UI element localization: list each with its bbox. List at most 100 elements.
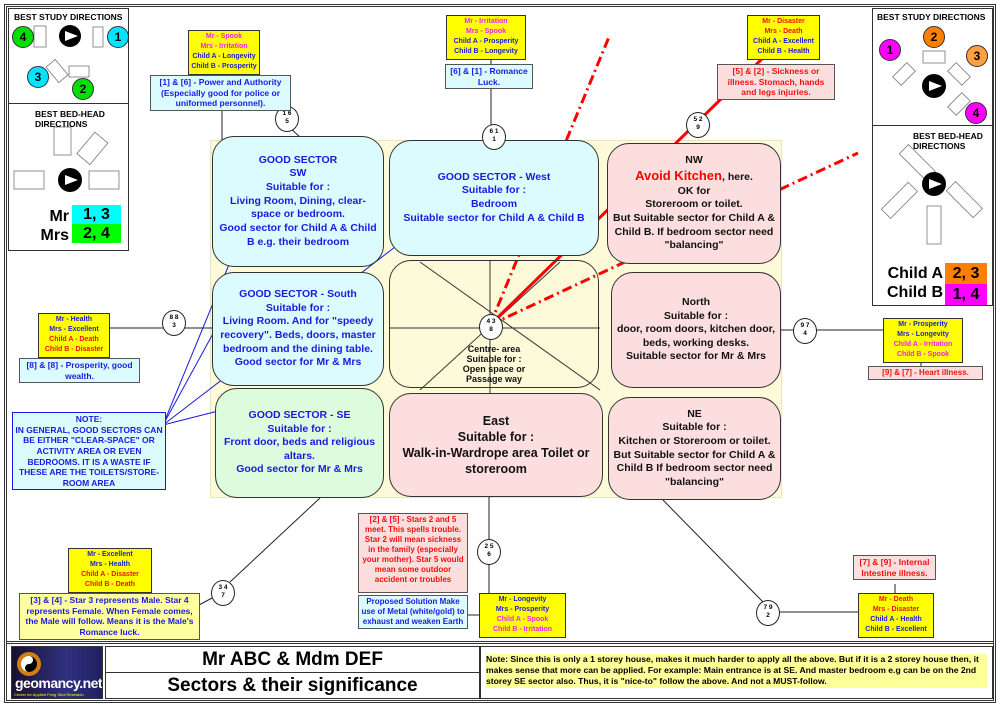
- footer-note-text: Note: Since this is only a 1 storey hous…: [486, 654, 987, 688]
- proposed-solution: Proposed Solution Make use of Metal (whi…: [358, 595, 468, 629]
- star-top: 3 4: [218, 584, 228, 591]
- label-south: [8] & [8] - Prosperity, good wealth.: [19, 358, 140, 384]
- left-directions-panel: BEST STUDY DIRECTIONS 4 1 3 2 BEST BED-H…: [8, 8, 129, 251]
- child-a-star: Child A - Health: [870, 616, 922, 624]
- star-bottom: 4: [803, 330, 807, 338]
- avoid-rest-text: , here.: [721, 170, 753, 183]
- star-bottom: 1: [492, 136, 496, 144]
- yin-yang-icon: [17, 652, 41, 676]
- star-top: 5 2: [693, 116, 703, 123]
- star-bottom: 3: [172, 322, 176, 330]
- mr-star: Mr - Death: [878, 596, 914, 603]
- child-b-star: Child B - Death: [84, 581, 136, 589]
- study-title: BEST STUDY DIRECTIONS: [877, 12, 986, 22]
- child-b-star: Child B - Excellent: [865, 626, 927, 634]
- child-a-star: Child A - Prosperity: [453, 38, 519, 46]
- divider: [873, 125, 992, 126]
- mr-star: Mr - Health: [55, 316, 93, 323]
- star-top: 4 3: [486, 318, 496, 325]
- study-number-4: 4: [12, 26, 34, 48]
- sector-line: Storeroom or toilet.: [645, 198, 743, 211]
- mr-star: Mr - Irritation: [464, 18, 508, 25]
- label-ne: [7] & [9] - Internal Intestine illness.: [853, 555, 936, 581]
- child-a-star: Child A - Spook: [496, 616, 549, 624]
- mr-star: Mr - Longevity: [498, 596, 547, 603]
- mrs-star: Mrs - Longevity: [897, 331, 949, 339]
- sector-title: NE: [687, 407, 702, 420]
- note-box: NOTE: IN GENERAL, GOOD SECTORS CAN BE EI…: [12, 412, 166, 490]
- star-bottom: 5: [285, 118, 289, 126]
- compass-arrow-icon: [880, 50, 983, 245]
- sector-line: Living Room. And for "speedy recovery". …: [220, 315, 376, 355]
- mr-directions: 1, 3: [72, 205, 121, 224]
- sector-line: Good sector for Child A & Child B e.g. t…: [219, 221, 377, 248]
- study-number-2: 2: [923, 26, 945, 48]
- study-number-3: 3: [966, 45, 988, 67]
- star-top: 8 8: [169, 314, 179, 321]
- sector-line: Suitable sector for Child A & Child B: [403, 211, 585, 224]
- sector-title: GOOD SECTOR - SE: [248, 408, 351, 421]
- sector-title: GOOD SECTOR: [258, 153, 338, 166]
- child-b-directions: 1, 4: [945, 284, 987, 305]
- page-frame: [4, 4, 996, 703]
- child-a-star: Child A - Death: [49, 336, 99, 344]
- sector-line: Passage way: [465, 374, 523, 384]
- star-top: 9 7: [800, 322, 810, 329]
- child-a-star: Child A - Irritation: [893, 341, 953, 349]
- mr-star: Mr - Prosperity: [898, 321, 948, 328]
- avoid-kitchen-text: Avoid Kitchen: [635, 167, 722, 183]
- mrs-star: Mrs - Prosperity: [495, 606, 550, 614]
- star-bottom: 7: [221, 592, 225, 600]
- page-subtitle: Sectors & their significance: [167, 675, 418, 696]
- study-number-4: 4: [965, 102, 987, 124]
- sector-line: Open space or: [462, 364, 526, 374]
- sector-line: Suitable for :: [267, 422, 332, 435]
- sector-line: door, room doors, kitchen door, beds, wo…: [616, 323, 776, 349]
- child-b-star: Child B - Prosperity: [191, 63, 257, 71]
- person-child-a: Child A: [887, 265, 943, 282]
- mrs-star: Mrs - Disaster: [872, 606, 920, 614]
- label-north: [9] & [7] - Heart illness.: [868, 366, 983, 380]
- star-bottom: 9: [696, 124, 700, 132]
- study-number-2: 2: [72, 78, 94, 100]
- sector-line: Suitable for :: [466, 354, 522, 364]
- person-child-b: Child B: [887, 284, 943, 301]
- study-title: BEST STUDY DIRECTIONS: [14, 12, 123, 22]
- bed-head-title: BEST BED-HEAD DIRECTIONS: [35, 109, 105, 129]
- sector-line: Suitable for :: [265, 181, 331, 194]
- avoid-kitchen-line: Avoid Kitchen, here.: [635, 168, 753, 185]
- sector-line: Walk-in-Wardrope area Toilet or storeroo…: [402, 446, 590, 477]
- label-west: [6] & [1] - Romance Luck.: [445, 64, 533, 90]
- sector-line: OK for: [677, 184, 711, 197]
- star-bottom: 6: [487, 551, 491, 559]
- star-bottom: 2: [766, 612, 770, 620]
- label-east: [2] & [5] - Stars 2 and 5 meet. This spe…: [358, 513, 468, 593]
- label-nw: [5] & [2] - Sickness or illness. Stomach…: [717, 64, 835, 100]
- sector-line: Good sector for Mr & Mrs: [234, 356, 362, 369]
- label-sw: [1] & [6] - Power and Authority (Especia…: [150, 75, 291, 111]
- study-number-3: 3: [27, 66, 49, 88]
- star-bottom: 8: [489, 326, 493, 334]
- page-title: Mr ABC & Mdm DEF: [106, 647, 479, 673]
- child-a-star: Child A - Longevity: [192, 53, 256, 61]
- person-mr: Mr: [49, 208, 69, 225]
- sector-centre: [389, 260, 599, 388]
- compass-arrow-icon: [13, 25, 120, 192]
- footer-divider: [7, 641, 993, 644]
